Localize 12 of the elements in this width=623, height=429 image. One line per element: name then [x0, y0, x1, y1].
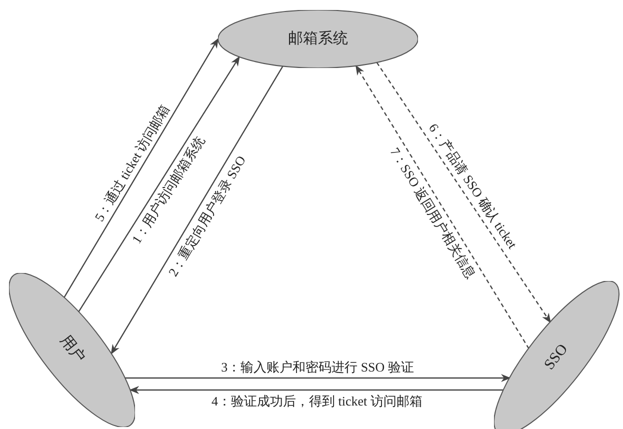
arrow — [78, 56, 240, 312]
arrow — [64, 38, 219, 298]
edge-label: 4：验证成功后，得到 ticket 访问邮箱 — [210, 394, 424, 408]
node-label: 邮箱系统 — [288, 32, 348, 46]
edge-label: 3：输入账户和密码进行 SSO 验证 — [219, 360, 416, 374]
arrow — [376, 62, 551, 324]
arrow — [355, 64, 530, 350]
arrow — [125, 374, 512, 382]
node-label: SSO — [542, 342, 572, 374]
arrow — [129, 386, 504, 394]
arrow — [110, 66, 284, 354]
node-label: 用户 — [56, 334, 88, 366]
